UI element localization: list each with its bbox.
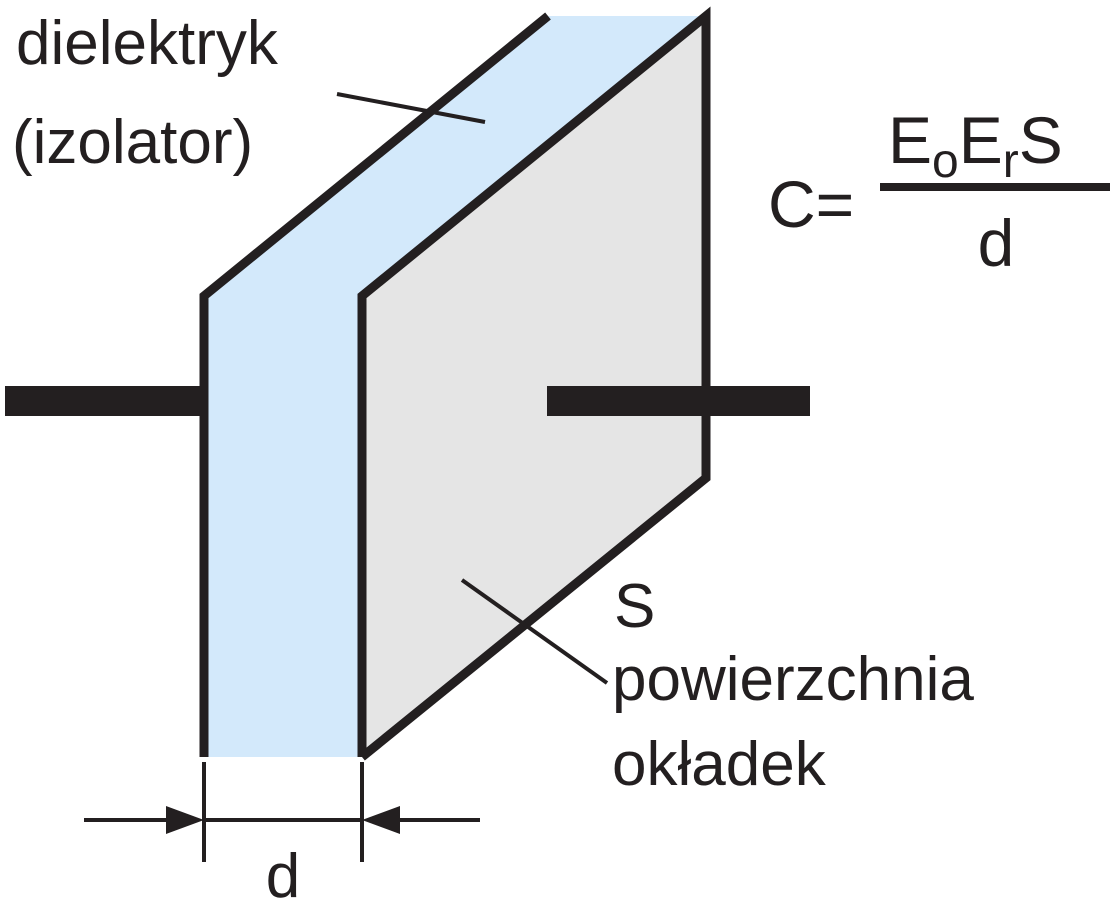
surface-label-line2: okładek <box>612 730 827 799</box>
distance-label: d <box>266 842 300 906</box>
dielectric-label-line1: dielektryk <box>16 9 279 78</box>
right-lead-wire <box>547 386 810 416</box>
surface-label-line1: powierzchnia <box>612 645 974 714</box>
surface-symbol: S <box>614 572 655 641</box>
plate-edge <box>357 6 711 761</box>
left-lead-wire <box>5 386 204 416</box>
arrow-right-icon <box>166 806 204 834</box>
formula-lhs: C= <box>768 167 854 241</box>
numerator-e1: E <box>888 103 932 177</box>
dielectric-pointer <box>336 92 486 124</box>
numerator-s: S <box>1019 103 1063 177</box>
dielectric-slab <box>204 16 706 757</box>
formula-numerator: EoErS <box>888 103 1063 188</box>
capacitor-outline <box>199 6 711 761</box>
dielectric-label-line2: (izolator) <box>12 108 253 177</box>
arrow-left-icon <box>362 806 400 834</box>
capacitor-plate <box>362 16 706 757</box>
numerator-e2: E <box>959 103 1003 177</box>
numerator-sub2: r <box>1003 135 1019 188</box>
surface-pointer <box>460 578 609 685</box>
distance-dimension <box>84 762 480 862</box>
fraction-bar <box>880 183 1110 191</box>
dielectric-edge <box>199 12 551 757</box>
numerator-sub1: o <box>932 135 959 188</box>
formula-denominator: d <box>978 206 1015 280</box>
capacitance-formula: C= EoErS d <box>768 103 1110 280</box>
